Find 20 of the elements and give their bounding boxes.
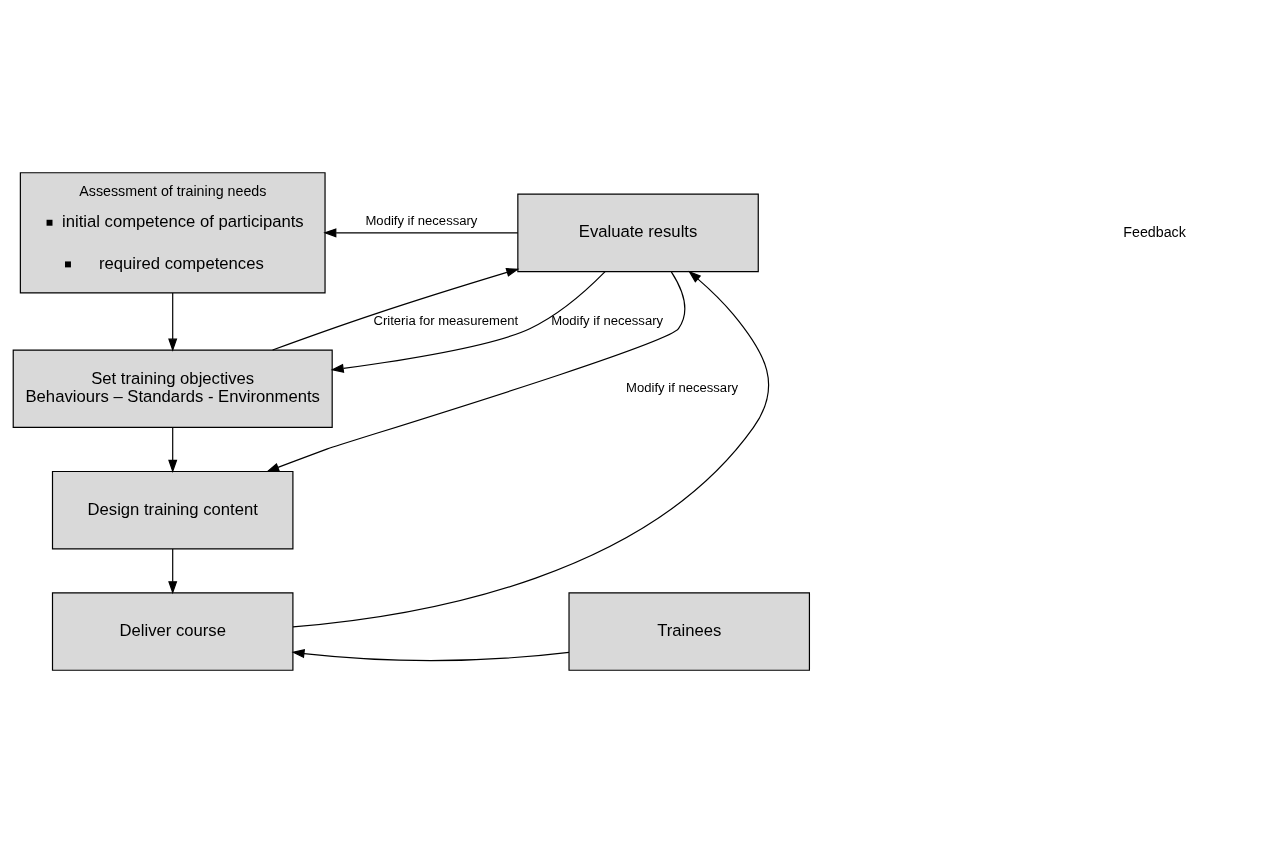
arrow xyxy=(266,271,686,472)
arrow xyxy=(168,548,178,595)
node-box: Trainees xyxy=(568,592,811,671)
edge-label: Criteria for measurement xyxy=(373,312,519,328)
node-box: Design training content xyxy=(51,470,294,550)
edge-label: Modify if necessary xyxy=(551,312,664,328)
node-box: Evaluate results xyxy=(517,193,759,273)
node-box: Deliver course xyxy=(51,592,294,671)
label: Feedback xyxy=(1123,223,1186,240)
arrow xyxy=(168,427,178,473)
edge-label: Modify if necessary xyxy=(626,380,739,396)
node-box: Set training objectives Behaviours – Standards - Environments xyxy=(12,349,333,429)
arrow xyxy=(272,268,520,351)
edge-label: Modify if necessary xyxy=(365,213,478,229)
arrow xyxy=(292,270,770,628)
arrow xyxy=(323,228,519,238)
arrow xyxy=(330,271,606,373)
arrow xyxy=(291,649,570,662)
arrow xyxy=(168,292,178,352)
node-box: Assessment of training needs initial competence of participants required competences xyxy=(19,172,326,294)
